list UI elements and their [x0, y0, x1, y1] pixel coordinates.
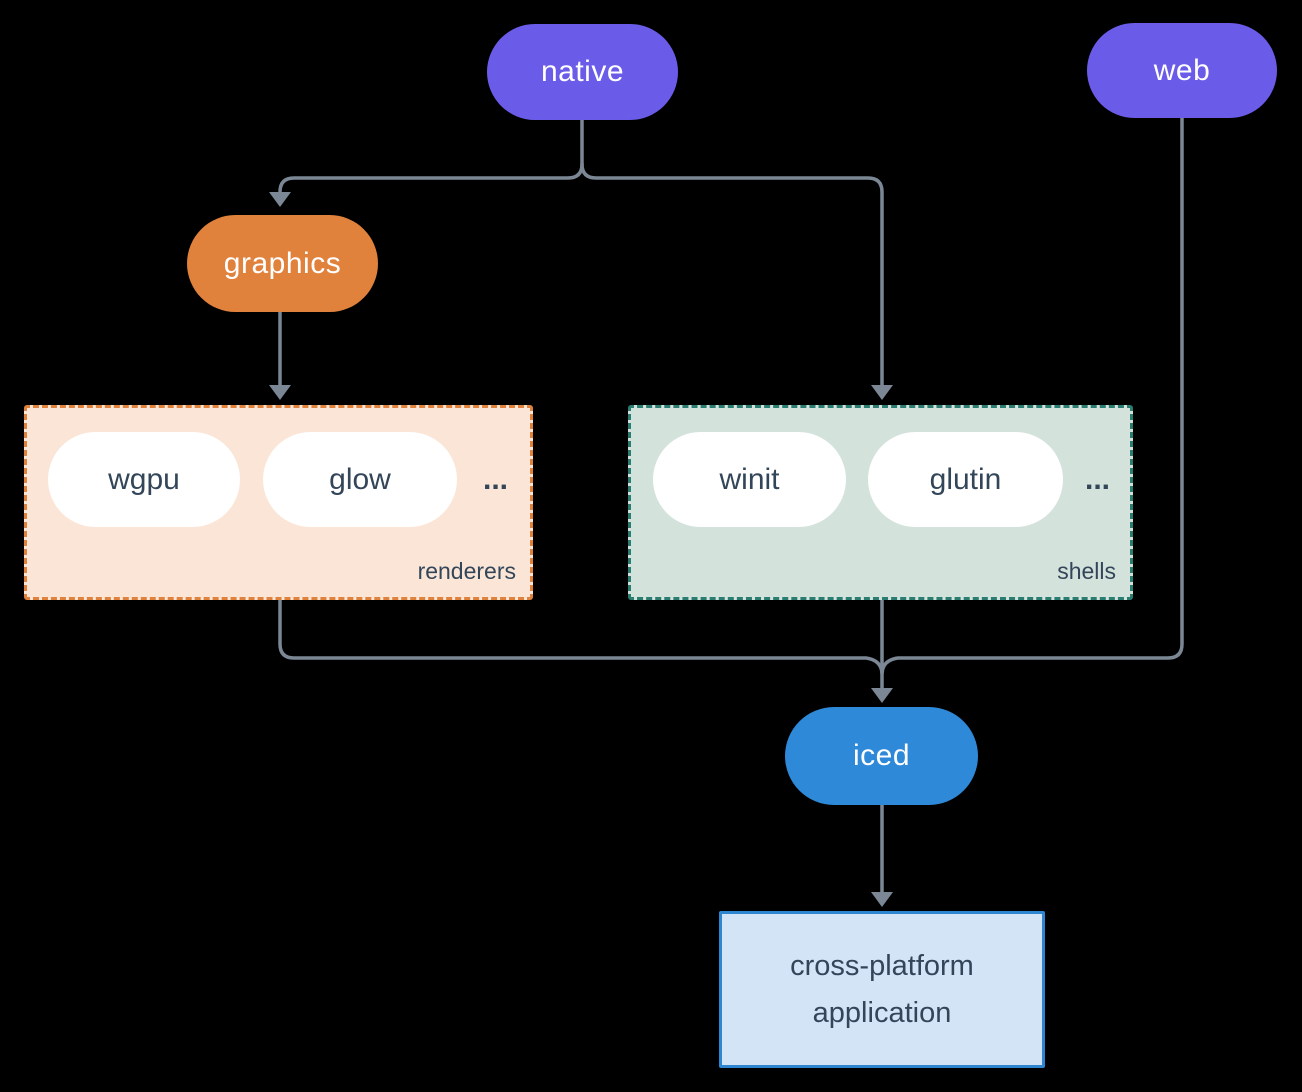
shells-ellipsis: ... — [1084, 463, 1110, 496]
arrowhead-iced — [871, 688, 893, 703]
application-label-line2: application — [812, 996, 952, 1029]
edge-native-shells — [580, 162, 884, 389]
node-web: web — [1087, 23, 1277, 118]
node-iced-label: iced — [852, 739, 911, 772]
node-web-label: web — [1153, 53, 1211, 87]
pill-glow: glow — [263, 432, 457, 527]
pill-winit: winit — [653, 432, 846, 527]
application-label-line1: cross-platform — [790, 949, 974, 982]
arrowhead-renderers — [269, 385, 291, 400]
arrowhead-shells — [871, 385, 893, 400]
pill-winit-label: winit — [719, 462, 780, 496]
group-shells: winit glutin ... shells — [628, 405, 1133, 600]
node-native: native — [487, 24, 678, 120]
node-cross-platform-application: cross-platform application — [719, 911, 1045, 1068]
arrowhead-application — [871, 892, 893, 907]
pill-glow-label: glow — [329, 462, 391, 496]
renderers-ellipsis: ... — [482, 463, 508, 496]
node-native-label: native — [540, 55, 625, 88]
node-graphics: graphics — [187, 215, 378, 312]
edge-native-graphics — [278, 118, 584, 196]
edge-web-iced — [880, 116, 1184, 675]
renderers-group-label: renderers — [417, 558, 516, 584]
shells-group-label: shells — [1057, 558, 1116, 584]
arrowhead-graphics — [269, 192, 291, 207]
node-iced: iced — [785, 707, 978, 805]
pill-wgpu-label: wgpu — [108, 462, 180, 496]
pill-glutin-label: glutin — [929, 462, 1002, 496]
node-graphics-label: graphics — [223, 246, 342, 280]
group-renderers: wgpu glow ... renderers — [24, 405, 533, 600]
edge-renderers-iced — [278, 598, 884, 675]
pill-glutin: glutin — [868, 432, 1063, 527]
pill-wgpu: wgpu — [48, 432, 240, 527]
